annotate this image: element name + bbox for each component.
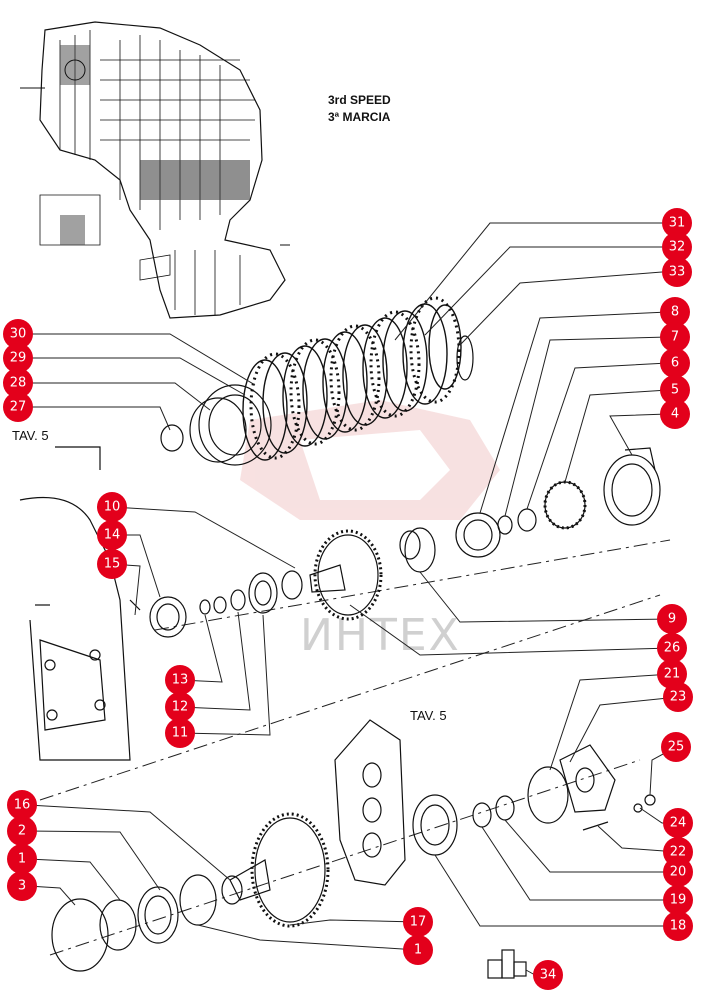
tav-ref-right: TAV. 5 [410,708,447,723]
svg-text:19: 19 [670,893,687,908]
middle-left-parts [149,570,303,638]
callout-25: 25 [661,732,691,762]
callout-34: 34 [533,960,563,990]
svg-text:17: 17 [410,915,427,930]
callout-29: 29 [3,343,33,373]
svg-text:29: 29 [10,351,27,366]
callout-12: 12 [165,692,195,722]
svg-text:24: 24 [670,816,687,831]
svg-text:7: 7 [671,330,679,345]
callout-1-upper: 1 [7,844,37,874]
callout-27: 27 [3,392,33,422]
watermark-logo [240,400,500,520]
svg-text:15: 15 [104,557,121,572]
small-part-34 [487,949,527,979]
central-gear-shaft [309,527,436,621]
callout-13: 13 [165,665,195,695]
callout-31: 31 [662,208,692,238]
title-line-2: 3ª MARCIA [328,110,391,124]
callout-33: 33 [662,257,692,287]
svg-text:3: 3 [18,879,26,894]
svg-text:9: 9 [668,612,676,627]
callout-2: 2 [7,816,37,846]
callout-17: 17 [403,907,433,937]
svg-text:22: 22 [670,845,687,860]
transmission-section-inset [20,21,290,319]
callout-10: 10 [97,492,127,522]
svg-text:30: 30 [10,327,27,342]
callout-19: 19 [663,885,693,915]
svg-text:13: 13 [172,673,189,688]
tav-ref-left: TAV. 5 [12,428,49,443]
axis-line-upper [154,539,671,631]
housing-outline [19,446,141,761]
callout-7: 7 [660,322,690,352]
callout-16: 16 [7,790,37,820]
callout-3: 3 [7,871,37,901]
clutch-disc-pack [160,296,474,466]
callout-8: 8 [660,297,690,327]
callout-1-lower: 1 [403,935,433,965]
svg-text:23: 23 [670,690,687,705]
svg-text:8: 8 [671,305,679,320]
svg-text:28: 28 [10,376,27,391]
callout-9: 9 [657,604,687,634]
svg-text:32: 32 [669,240,686,255]
axis-line-middle [39,594,661,801]
svg-text:18: 18 [670,919,687,934]
callout-28: 28 [3,368,33,398]
callout-24: 24 [663,808,693,838]
callout-4: 4 [660,399,690,429]
callout-5: 5 [660,375,690,405]
svg-text:2: 2 [18,824,26,839]
svg-text:16: 16 [14,798,31,813]
svg-text:1: 1 [414,943,422,958]
svg-text:10: 10 [104,500,121,515]
callout-18: 18 [663,911,693,941]
svg-text:12: 12 [172,700,189,715]
svg-text:4: 4 [671,407,679,422]
callout-23: 23 [663,682,693,712]
svg-text:11: 11 [172,726,189,741]
callout-11: 11 [165,718,195,748]
svg-text:33: 33 [669,265,686,280]
callout-6: 6 [660,348,690,378]
svg-text:20: 20 [670,865,687,880]
callout-32: 32 [662,232,692,262]
svg-text:5: 5 [671,383,679,398]
svg-text:6: 6 [671,356,679,371]
watermark-text: ИНТЕХ [300,610,461,661]
svg-text:34: 34 [540,968,557,983]
callout-30: 30 [3,319,33,349]
callout-26: 26 [657,633,687,663]
svg-text:25: 25 [668,740,685,755]
svg-text:27: 27 [10,400,27,415]
axis-line-lower [49,759,641,956]
svg-text:1: 1 [18,852,26,867]
lower-assembly-parts [51,719,656,972]
svg-text:31: 31 [669,216,686,231]
title-line-1: 3rd SPEED [328,93,391,107]
svg-text:21: 21 [664,667,681,682]
callout-20: 20 [663,857,693,887]
svg-text:14: 14 [104,528,121,543]
callout-14: 14 [97,520,127,550]
svg-text:26: 26 [664,641,681,656]
callout-21: 21 [657,659,687,689]
leader-lines [22,222,679,976]
callout-15: 15 [97,549,127,579]
